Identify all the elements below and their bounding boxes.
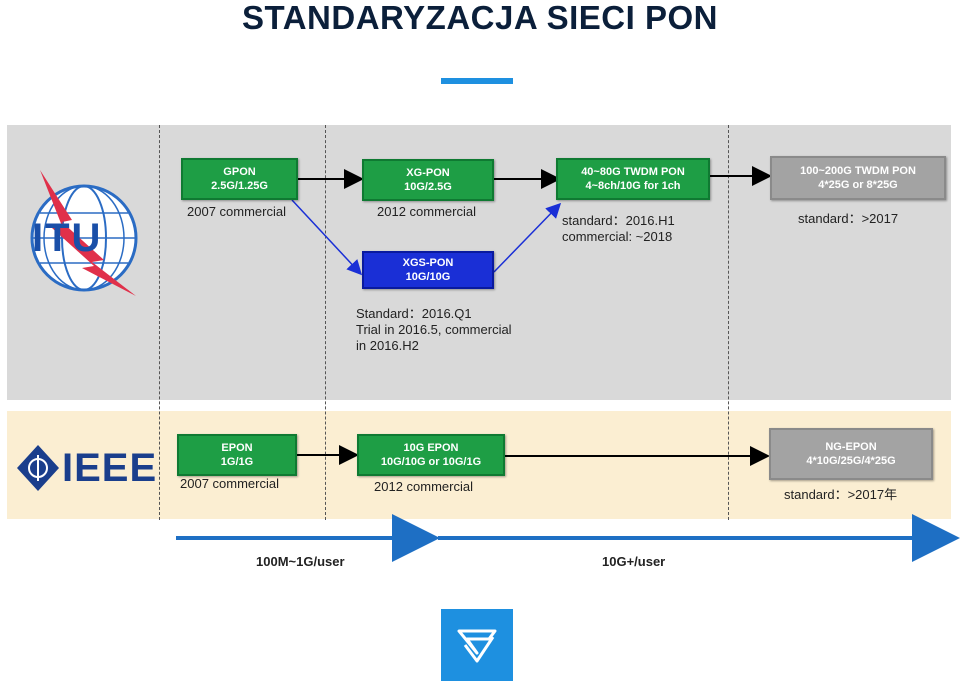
twdm-rate: 4~8ch/10G for 1ch [585, 180, 681, 192]
ngepon-box: NG-EPON 4*10G/25G/4*25G [769, 428, 933, 480]
ngepon-rate: 4*10G/25G/4*25G [806, 455, 896, 467]
ieee-logo-text: IEEE [62, 446, 158, 490]
xgspon-note-trial: Trial in 2016.5, commercial [356, 322, 512, 337]
tengepon-box: 10G EPON 10G/10G or 10G/1G [357, 434, 505, 476]
gpon-note: 2007 commercial [187, 204, 286, 219]
next-twdm-box: 100~200G TWDM PON 4*25G or 8*25G [770, 156, 946, 200]
xgpon-box: XG-PON 10G/2.5G [362, 159, 494, 201]
era-divider-2 [325, 125, 326, 520]
tengepon-title: 10G EPON [403, 442, 459, 454]
arrow-gpon-to-xgspon [291, 199, 363, 276]
epon-note: 2007 commercial [180, 476, 279, 491]
tengepon-rate: 10G/10G or 10G/1G [380, 456, 482, 468]
brand-logo-icon [457, 629, 497, 663]
gpon-title: GPON [223, 166, 256, 178]
timeline-label-right: 10G+/user [602, 554, 666, 569]
twdm-box: 40~80G TWDM PON 4~8ch/10G for 1ch [556, 158, 710, 200]
timeline-label-left: 100M~1G/user [256, 554, 345, 569]
page-title: STANDARYZACJA SIECI PON [242, 0, 718, 36]
brand-logo [441, 609, 513, 681]
title-accent-bar [441, 78, 513, 84]
era-divider-3 [728, 125, 729, 520]
tengepon-note: 2012 commercial [374, 479, 473, 494]
gpon-rate: 2.5G/1.25G [211, 180, 268, 192]
twdm-title: 40~80G TWDM PON [581, 166, 685, 178]
xgpon-rate: 10G/2.5G [404, 181, 452, 193]
itu-logo: ITU [22, 168, 147, 298]
xgpon-title: XG-PON [406, 167, 450, 179]
xgpon-note: 2012 commercial [377, 204, 476, 219]
ngepon-title: NG-EPON [825, 441, 877, 453]
xgspon-note-commercial: in 2016.H2 [356, 338, 419, 353]
ieee-logo: IEEE [15, 443, 158, 493]
twdm-note-standard: standard：2016.H1 [562, 213, 675, 228]
ngepon-note: standard：>2017年 [784, 487, 898, 502]
epon-box: EPON 1G/1G [177, 434, 297, 476]
xgspon-rate: 10G/10G [405, 271, 451, 283]
era-divider-1 [159, 125, 160, 520]
itu-logo-text: ITU [32, 216, 103, 260]
ieee-logo-icon [17, 445, 59, 491]
next-twdm-title: 100~200G TWDM PON [800, 165, 916, 177]
arrow-xgspon-to-twdm [493, 202, 562, 273]
epon-title: EPON [221, 442, 253, 454]
epon-rate: 1G/1G [220, 456, 254, 468]
twdm-note-commercial: commercial: ~2018 [562, 229, 673, 244]
next-twdm-note: standard：>2017 [798, 211, 899, 226]
xgspon-title: XGS-PON [402, 257, 454, 269]
xgspon-box: XGS-PON 10G/10G [362, 251, 494, 289]
xgspon-note-standard: Standard：2016.Q1 [356, 306, 472, 321]
itu-logo-icon [30, 170, 138, 296]
gpon-box: GPON 2.5G/1.25G [181, 158, 298, 200]
next-twdm-rate: 4*25G or 8*25G [818, 179, 898, 191]
